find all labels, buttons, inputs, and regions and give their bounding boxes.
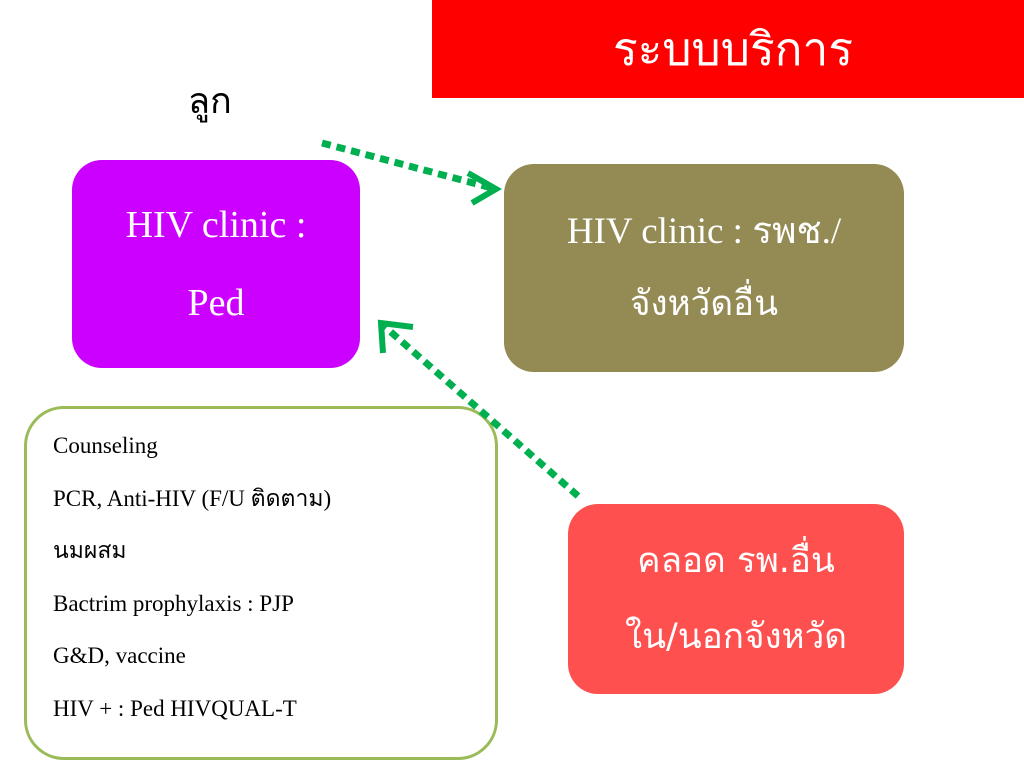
- other-clinic-line2: จังหวัดอื่น: [630, 284, 778, 324]
- child-label: ลูก: [188, 81, 232, 122]
- service-item: PCR, Anti-HIV (F/U ติดตาม): [53, 485, 332, 511]
- birth-hospital-box: คลอด รพ.อื่น ใน/นอกจังหวัด: [568, 504, 904, 694]
- ped-clinic-line2: Ped: [187, 282, 245, 324]
- service-item: G&D, vaccine: [53, 643, 186, 668]
- service-item: Bactrim prophylaxis : PJP: [53, 590, 294, 616]
- service-item: HIV + : Ped HIVQUAL-T: [53, 695, 297, 721]
- page-title: ระบบบริการ: [432, 0, 1024, 98]
- service-item: นมผสม: [53, 538, 127, 563]
- birth-hospital-line1: คลอด รพ.อื่น: [637, 541, 835, 581]
- other-clinic-line1: HIV clinic : รพช./: [566, 211, 842, 252]
- service-item: Counseling: [53, 433, 158, 458]
- ped-clinic-box: HIV clinic : Ped: [72, 160, 360, 368]
- ped-clinic-line1: HIV clinic :: [125, 204, 307, 246]
- other-clinic-box: HIV clinic : รพช./ จังหวัดอื่น: [504, 164, 904, 372]
- birth-hospital-line2: ใน/นอกจังหวัด: [625, 617, 847, 657]
- service-list: Counseling PCR, Anti-HIV (F/U ติดตาม) นม…: [24, 406, 498, 760]
